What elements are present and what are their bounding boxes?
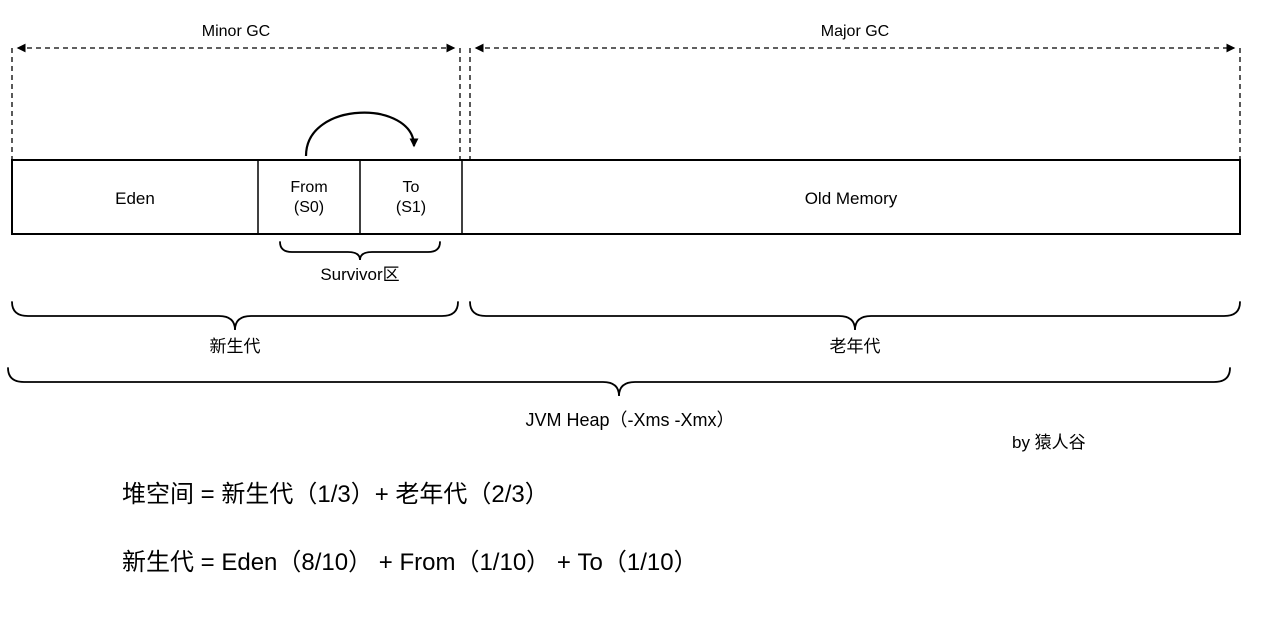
- major-gc-label: Major GC: [821, 23, 889, 40]
- eden-label: Eden: [115, 189, 155, 208]
- old-gen-brace: [469, 301, 1241, 331]
- heap-box: [11, 159, 1241, 235]
- credit-label: by 猿人谷: [1012, 433, 1086, 452]
- old-memory-label: Old Memory: [805, 189, 898, 208]
- old-gen-label: 老年代: [830, 337, 881, 356]
- minor-gc-label: Minor GC: [202, 23, 270, 40]
- survivor-label: Survivor区: [320, 265, 399, 284]
- young-gen-brace: [11, 301, 459, 331]
- formula-young-gen: 新生代 = Eden（8/10） + From（1/10） + To（1/10）: [122, 549, 698, 576]
- to-sublabel: (S1): [396, 199, 426, 216]
- young-gen-label: 新生代: [210, 337, 261, 356]
- survivor-brace: [279, 241, 441, 261]
- jvm-heap-brace: [7, 367, 1231, 397]
- from-label: From: [290, 179, 327, 196]
- from-to-copy-arrow: [304, 111, 419, 157]
- formula-heap-space: 堆空间 = 新生代（1/3）+ 老年代（2/3）: [122, 481, 549, 508]
- from-sublabel: (S0): [294, 199, 324, 216]
- jvm-heap-label: JVM Heap（-Xms -Xmx）: [525, 410, 734, 430]
- to-label: To: [403, 179, 420, 196]
